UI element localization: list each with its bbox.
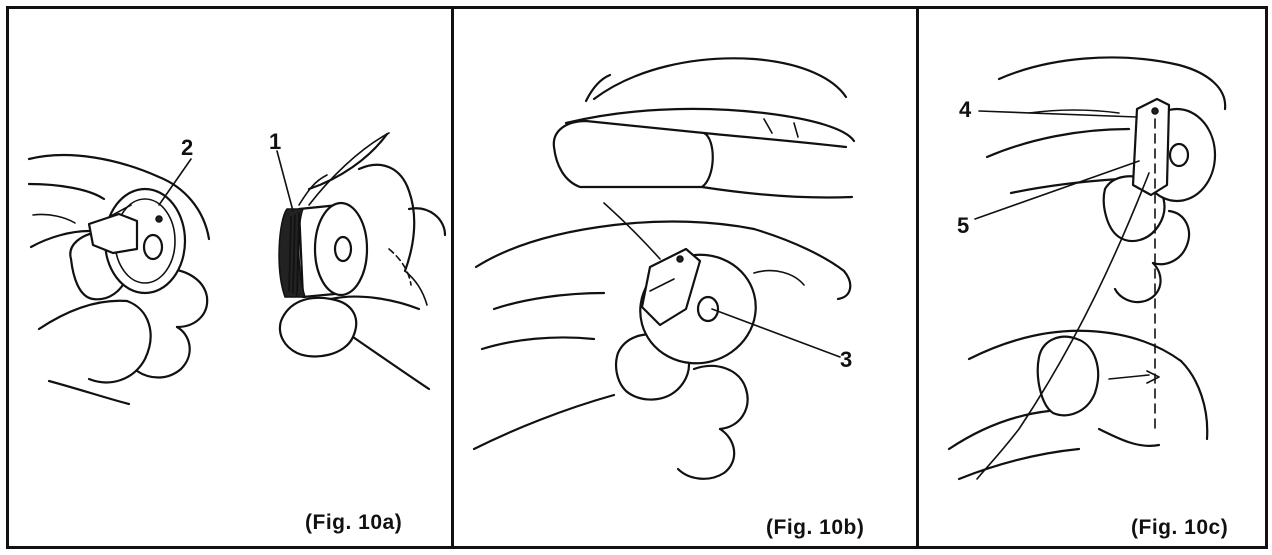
bobbin-drawing bbox=[279, 133, 389, 297]
figure-10b-panel: 3 (Fig. 10b) bbox=[451, 6, 919, 549]
figure-10c-illustration: 4 5 bbox=[919, 9, 1265, 546]
label-3: 3 bbox=[840, 347, 852, 372]
label-1: 1 bbox=[269, 129, 281, 154]
figure-10a-caption: (Fig. 10a) bbox=[305, 511, 402, 535]
leader-line-1 bbox=[277, 151, 293, 211]
figure-10a-panel: 2 1 (Fig. 10a) bbox=[6, 6, 454, 549]
figure-10b-caption: (Fig. 10b) bbox=[766, 516, 864, 540]
figure-10b-illustration: 3 bbox=[454, 9, 916, 546]
figure-10c-caption: (Fig. 10c) bbox=[1131, 516, 1228, 540]
upper-hand-drawing bbox=[554, 58, 854, 197]
lower-hand-drawing bbox=[949, 331, 1207, 479]
bobbin-case-drawing bbox=[1133, 99, 1215, 201]
label-4: 4 bbox=[959, 97, 972, 122]
label-5: 5 bbox=[957, 213, 969, 238]
leader-line-2 bbox=[159, 159, 191, 205]
label-2: 2 bbox=[181, 135, 193, 160]
figure-10a-illustration: 2 1 bbox=[9, 9, 451, 546]
figure-10c-panel: 4 5 (Fig. 10c) bbox=[916, 6, 1268, 549]
